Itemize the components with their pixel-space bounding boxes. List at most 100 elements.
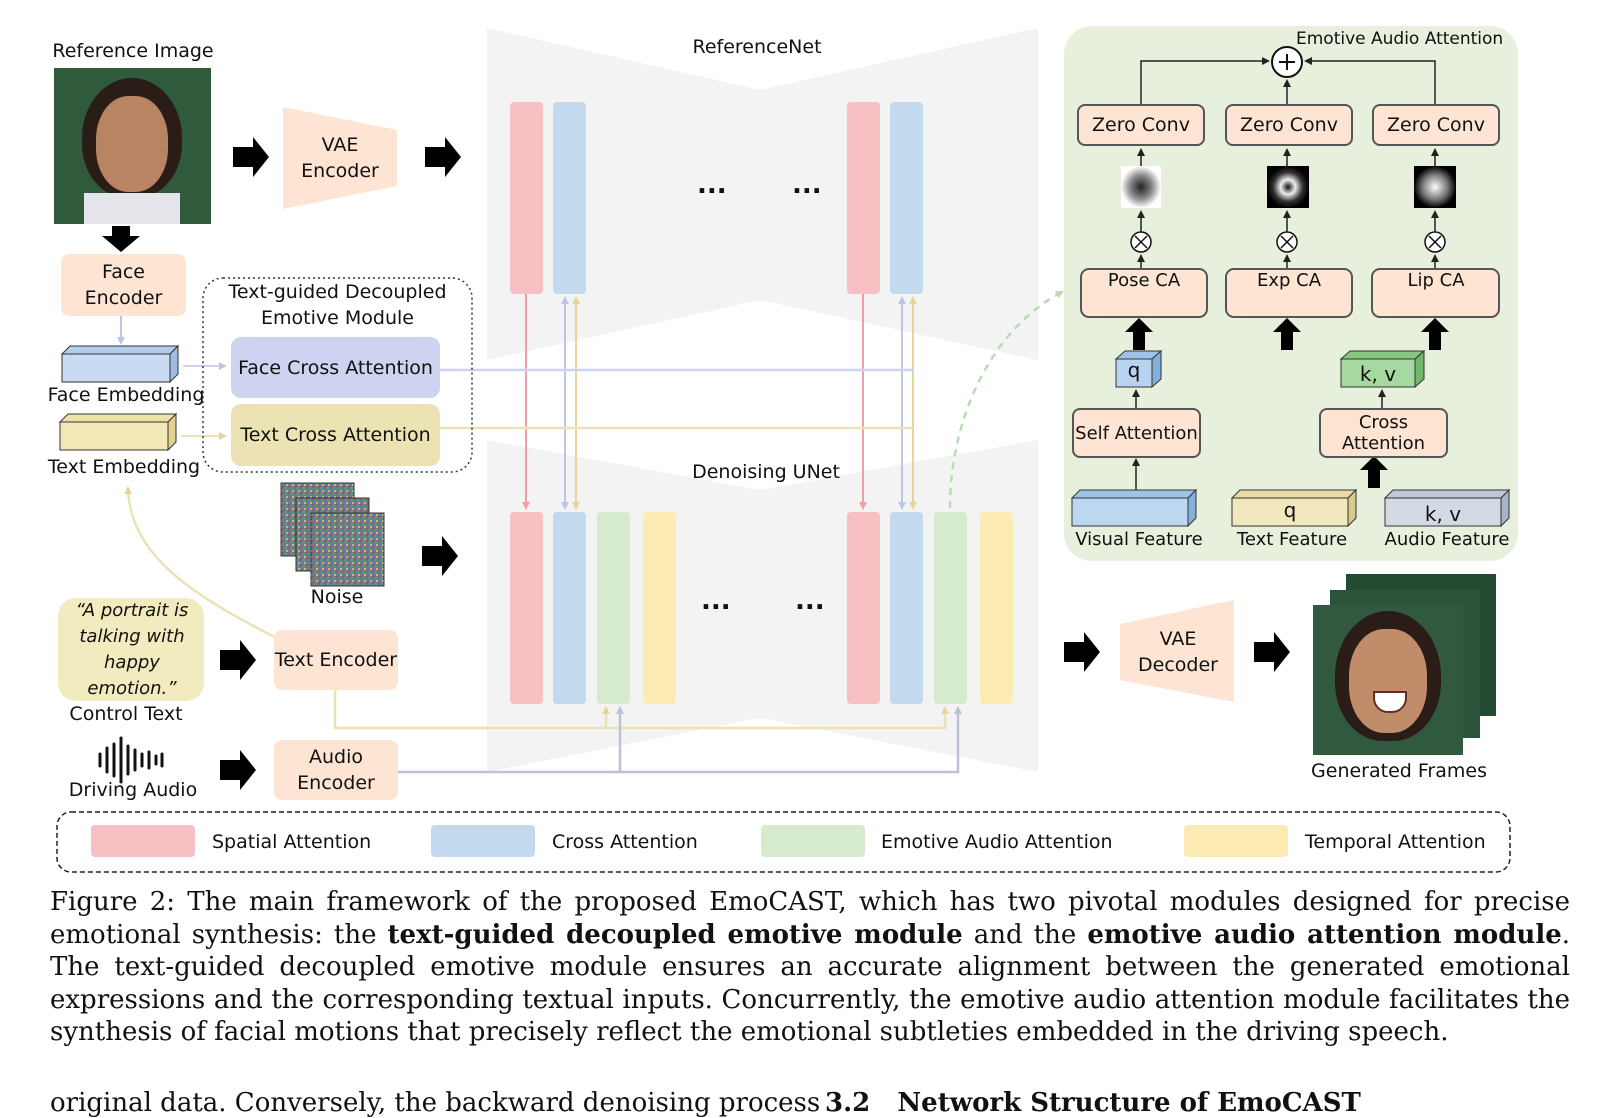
zero-conv-pose: Zero Conv: [1077, 104, 1205, 146]
legend-label-cross: Cross Attention: [552, 831, 698, 853]
unet-spatial-bar-1: [510, 512, 543, 704]
unet-spatial-bar-2: [847, 512, 880, 704]
body-text-left: original data. Conversely, the backward …: [50, 1088, 821, 1118]
q-block: [1114, 349, 1163, 389]
module-title: Text-guided Decoupled Emotive Module: [228, 281, 447, 329]
audio-encoder: Audio Encoder: [274, 740, 398, 800]
generated-frames-label: Generated Frames: [1311, 760, 1487, 782]
reference-image: [54, 68, 211, 224]
legend-swatch-emotive: [761, 825, 865, 857]
denoising-unet-label: Denoising UNet: [692, 461, 840, 483]
generated-frame-1: [1313, 605, 1463, 755]
unet-cross-bar-2: [890, 512, 923, 704]
lip-ca-label: Lip CA: [1407, 270, 1465, 291]
arrow-right-icon: [1254, 632, 1290, 672]
zero-conv-exp: Zero Conv: [1225, 104, 1353, 146]
emotive-panel-title: Emotive Audio Attention: [1296, 29, 1504, 49]
arrow-right-icon: [233, 137, 269, 177]
multiply-icon: [1424, 231, 1446, 253]
exp-ca-label: Exp CA: [1256, 270, 1322, 291]
arrow-up-icon: [1360, 456, 1388, 488]
text-encoder: Text Encoder: [274, 630, 398, 690]
arrow-down-icon: [102, 226, 140, 252]
text-feature-block: [1230, 488, 1358, 528]
unet-temporal-bar-1: [643, 512, 676, 704]
text-feature-label: Text Feature: [1236, 529, 1348, 550]
unet-emotive-bar-1: [597, 512, 630, 704]
text-cross-attention: Text Cross Attention: [231, 404, 440, 466]
vae-encoder: VAE Encoder: [290, 130, 390, 186]
lip-ca-box: [1371, 268, 1500, 318]
caption-middle: and the: [962, 919, 1088, 950]
audio-waveform-icon: [98, 736, 164, 784]
reference-image-label: Reference Image: [52, 40, 214, 62]
text-embedding-block: [58, 412, 178, 452]
face-embedding-block: [60, 344, 180, 384]
pose-ca-box: [1080, 268, 1208, 318]
multiply-icon: [1130, 231, 1152, 253]
multiply-icon: [1276, 231, 1298, 253]
legend-swatch-spatial: [91, 825, 195, 857]
text-feature-q: q: [1283, 498, 1297, 522]
visual-feature-block: [1070, 488, 1198, 528]
caption-bold-2: emotive audio attention module: [1087, 919, 1562, 950]
lip-attention-map: [1414, 166, 1456, 208]
caption-suffix: . The text-guided decoupled emotive modu…: [50, 919, 1571, 1048]
ref-cross-bar-1: [553, 102, 586, 294]
arrow-right-icon: [425, 137, 461, 177]
noise-stack: [280, 482, 385, 587]
legend-swatch-temporal: [1184, 825, 1288, 857]
control-text-bubble: [58, 598, 204, 701]
self-attention-box: Self Attention: [1072, 408, 1201, 458]
kv-label: k, v: [1359, 362, 1397, 386]
text-embedding-label: Text Embedding: [47, 456, 201, 478]
arrow-up-icon: [1421, 318, 1449, 350]
caption-bold-1: text-guided decoupled emotive module: [387, 919, 963, 950]
visual-feature-label: Visual Feature: [1075, 529, 1203, 550]
audio-feature-kv: k, v: [1424, 502, 1462, 526]
legend-label-temporal: Temporal Attention: [1305, 831, 1486, 853]
legend-label-emotive: Emotive Audio Attention: [881, 831, 1113, 853]
driving-audio-label: Driving Audio: [68, 779, 198, 801]
pose-ca-label: Pose CA: [1107, 270, 1181, 291]
legend-border: [56, 811, 1511, 873]
pose-attention-map: [1121, 166, 1161, 208]
vae-decoder: VAE Decoder: [1138, 628, 1218, 676]
q-label: q: [1127, 358, 1141, 382]
figure-caption: Figure 2: The main framework of the prop…: [50, 886, 1570, 1049]
ellipsis-unet-2: ...: [795, 586, 825, 616]
ellipsis-unet-1: ...: [701, 586, 731, 616]
ref-cross-bar-2: [890, 102, 923, 294]
face-encoder: Face Encoder: [61, 254, 186, 316]
ellipsis-ref-2: ...: [792, 170, 822, 200]
referencenet-label: ReferenceNet: [692, 36, 822, 58]
unet-emotive-bar-2: [934, 512, 967, 704]
control-text-label: Control Text: [69, 703, 183, 725]
legend-swatch-cross: [431, 825, 535, 857]
vae-decoder-shape: [1120, 600, 1234, 702]
arrow-up-icon: [1273, 318, 1301, 350]
face-embedding-label: Face Embedding: [47, 384, 205, 406]
arrow-right-icon: [220, 750, 256, 790]
arrow-right-icon: [1064, 632, 1100, 672]
face-cross-attention: Face Cross Attention: [231, 337, 440, 398]
arrow-right-icon: [422, 536, 458, 576]
legend-label-spatial: Spatial Attention: [212, 831, 372, 853]
arrow-right-icon: [220, 640, 256, 680]
zero-conv-lip: Zero Conv: [1372, 104, 1500, 146]
noise-label: Noise: [310, 586, 364, 608]
unet-temporal-bar-2: [980, 512, 1013, 704]
section-heading: 3.2 Network Structure of EmoCAST: [825, 1088, 1361, 1118]
cross-attention-box: Cross Attention: [1319, 408, 1448, 458]
ref-spatial-bar-2: [847, 102, 880, 294]
audio-feature-label: Audio Feature: [1384, 529, 1510, 550]
exp-attention-map: [1267, 166, 1309, 208]
unet-cross-bar-1: [553, 512, 586, 704]
ref-spatial-bar-1: [510, 102, 543, 294]
kv-block: [1339, 349, 1426, 389]
control-text-quote: “A portrait is talking with happy emotio…: [75, 599, 189, 699]
exp-ca-box: [1225, 268, 1353, 318]
audio-feature-block: [1383, 488, 1511, 528]
caption-prefix: Figure 2: The main framework of the prop…: [50, 887, 1570, 950]
arrow-up-icon: [1125, 318, 1153, 350]
